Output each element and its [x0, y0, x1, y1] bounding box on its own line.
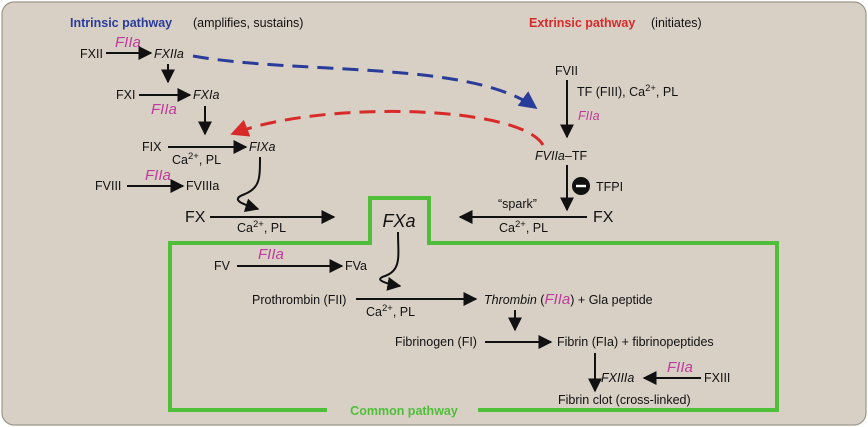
cofactor-fix: Ca2+, PL [172, 151, 221, 167]
fxi-label: FXI [116, 88, 135, 102]
fibrin-label: Fibrin (FIa) + fibrinopeptides [557, 335, 714, 349]
prothrombin-label: Prothrombin (FII) [252, 293, 346, 307]
fv-label: FV [214, 259, 231, 273]
intrinsic-feedback-arrow [192, 54, 538, 110]
fiia-label-fvii: FIIa [578, 109, 600, 123]
fibrin-clot-label: Fibrin clot (cross-linked) [558, 393, 691, 407]
fxiia-label: FXIIa [154, 47, 184, 61]
fxia-label: FXIa [193, 88, 219, 102]
extrinsic-title: Extrinsic pathway [529, 16, 635, 30]
tf-cofactor-label: TF (FIII), Ca2+, PL [577, 83, 678, 99]
fibrinogen-label: Fibrinogen (FI) [395, 335, 477, 349]
fxii-label: FXII [80, 47, 103, 61]
common-title: Common pathway [350, 404, 458, 418]
fviii-label: FVIII [95, 179, 121, 193]
tfpi-label: TFPI [596, 180, 623, 194]
fiia-label-fxiii: FIIa [667, 359, 693, 376]
fix-label: FIX [142, 140, 162, 154]
cofactor-fx-intrinsic: Ca2+, PL [237, 219, 286, 235]
fiia-label-fxii: FIIa [115, 34, 141, 51]
minus-glyph [576, 184, 586, 188]
extrinsic-feedback-arrow [230, 109, 545, 146]
arrow-fxa-down [379, 231, 402, 291]
arrow-fixa-to-fx [237, 156, 261, 212]
fvii-label: FVII [555, 64, 578, 78]
fxiiia-label: FXIIIa [601, 371, 634, 385]
fiia-label-fviii: FIIa [145, 167, 171, 184]
spark-label: “spark” [498, 197, 537, 211]
cofactor-prothrombin: Ca2+, PL [366, 303, 415, 319]
fiia-label-fv: FIIa [258, 246, 284, 263]
fiia-label-fxi: FIIa [151, 101, 177, 118]
fixa-label: FIXa [249, 140, 275, 154]
cofactor-fx-extrinsic: Ca2+, PL [499, 219, 548, 235]
fviia-tf-label: FVIIa–TF [535, 149, 587, 163]
intrinsic-title: Intrinsic pathway [70, 16, 172, 30]
common-pathway-outline [168, 196, 779, 412]
fviiia-label: FVIIIa [186, 179, 219, 193]
thrombin-label: Thrombin (FIIa) + Gla peptide [484, 291, 653, 308]
fva-label: FVa [345, 259, 367, 273]
fxa-label: FXa [382, 211, 415, 231]
intrinsic-note: (amplifies, sustains) [193, 16, 303, 30]
fx-extrinsic-label: FX [593, 209, 614, 226]
extrinsic-note: (initiates) [651, 16, 702, 30]
fx-intrinsic-label: FX [185, 209, 206, 226]
fxiii-label: FXIII [704, 371, 730, 385]
